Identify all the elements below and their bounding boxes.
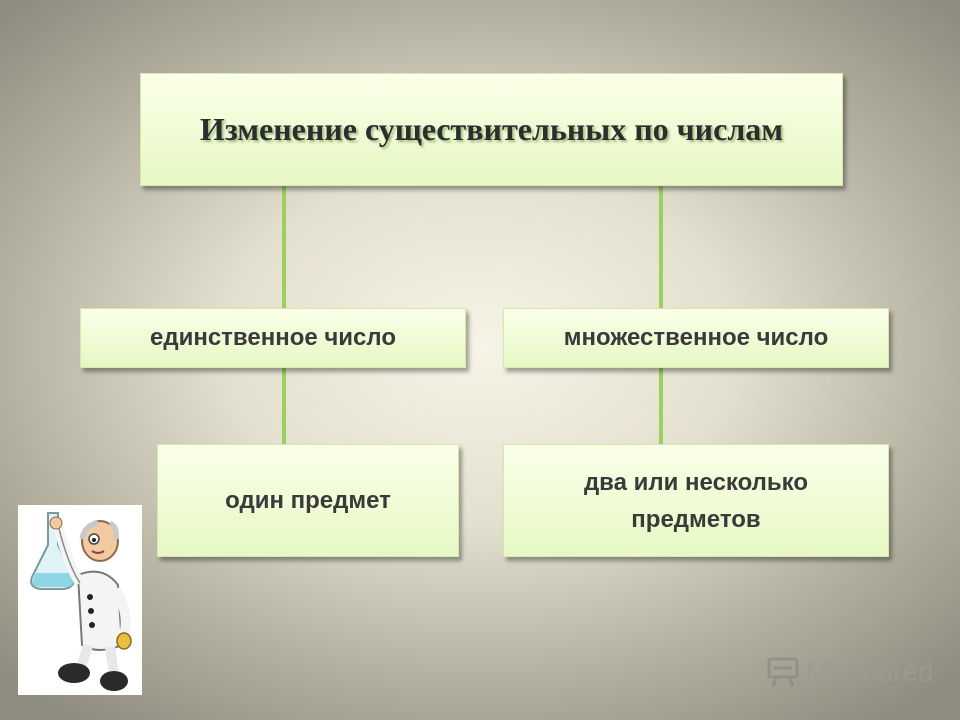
title-box: Изменение существительных по числам: [140, 73, 843, 186]
connector-plural-many: [659, 368, 663, 444]
singular-meaning-box: один предмет: [157, 444, 459, 557]
plural-box: множественное число: [503, 308, 889, 368]
plural-label: множественное число: [563, 324, 829, 351]
plural-meaning-line-2: предметов: [631, 505, 761, 533]
singular-box: единственное число: [80, 308, 466, 368]
presentation-icon: [767, 657, 799, 687]
scientist-icon: [30, 512, 132, 691]
scientist-illustration: [18, 505, 142, 695]
singular-meaning: один предмет: [225, 486, 391, 514]
diagram-title: Изменение существительных по числам: [199, 111, 784, 147]
plural-meaning: два или несколько предметов: [584, 464, 808, 538]
connector-singular-one: [282, 368, 286, 444]
watermark-text: MyShared: [806, 656, 934, 687]
connector-title-plural: [659, 186, 663, 308]
connector-title-singular: [282, 186, 286, 308]
plural-meaning-box: два или несколько предметов: [503, 444, 889, 557]
watermark: MyShared: [766, 652, 934, 692]
plural-meaning-line-1: два или несколько: [583, 468, 809, 496]
singular-label: единственное число: [149, 324, 396, 351]
